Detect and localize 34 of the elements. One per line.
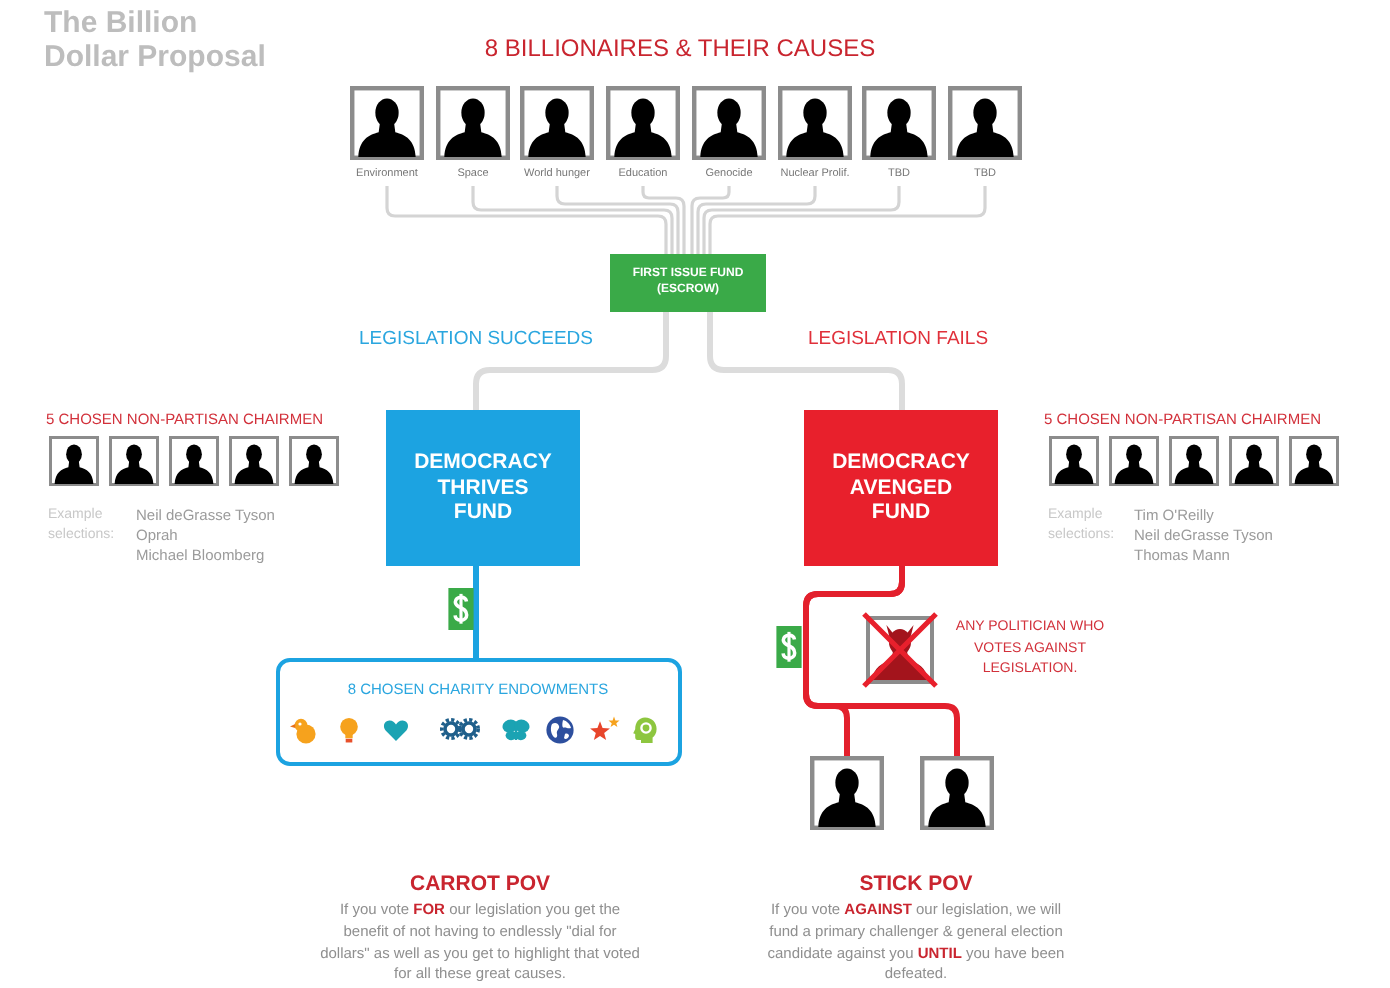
connector-line <box>385 186 668 254</box>
connector-line <box>641 186 686 254</box>
diagram-title: The Billion Dollar Proposal <box>44 6 268 74</box>
section-heading: 8 BILLIONAIRES & THEIR CAUSES <box>484 34 876 62</box>
fund-panel: DEMOCRACY THRIVES FUND <box>386 410 580 566</box>
connector-line <box>555 186 680 254</box>
pov-heading: CARROT POV <box>410 872 550 896</box>
person-silhouette-icon <box>228 436 280 486</box>
person-silhouette-icon <box>810 756 884 830</box>
person-silhouette-icon <box>288 436 340 486</box>
connector-line <box>473 566 479 658</box>
connector-line <box>690 186 731 254</box>
connector-line <box>702 186 901 254</box>
person-silhouette-icon <box>168 436 220 486</box>
fund-panel: DEMOCRACY AVENGED FUND <box>804 410 998 566</box>
edge-label: LEGISLATION FAILS <box>803 328 993 350</box>
person-silhouette-icon <box>1288 436 1340 486</box>
connector-line <box>803 566 960 756</box>
connector-line <box>473 312 669 410</box>
person-silhouette-icon <box>108 436 160 486</box>
person-silhouette-icon <box>48 436 100 486</box>
pov-heading: STICK POV <box>859 872 973 896</box>
crossed-out-devil-icon <box>860 610 940 690</box>
endowments-panel <box>276 658 682 766</box>
connector-line <box>471 186 674 254</box>
connector-line <box>708 186 987 254</box>
person-silhouette-icon <box>920 756 994 830</box>
person-silhouette-icon <box>1228 436 1280 486</box>
connector-line <box>707 312 905 410</box>
edge-label: LEGISLATION SUCCEEDS <box>354 328 598 350</box>
person-silhouette-icon <box>1108 436 1160 486</box>
person-silhouette-icon <box>1168 436 1220 486</box>
connector-line <box>696 186 817 254</box>
person-silhouette-icon <box>1048 436 1100 486</box>
